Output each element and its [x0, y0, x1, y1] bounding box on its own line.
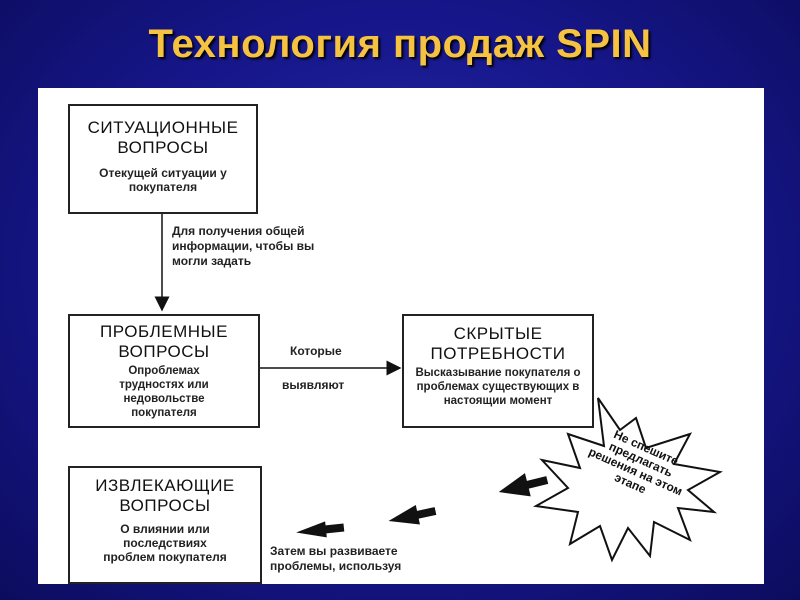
- bold-arrow-1: [498, 473, 549, 497]
- slide-title: Технология продаж SPIN: [148, 22, 652, 66]
- implication-questions-box: ИЗВЛЕКАЮЩИЕ ВОПРОСЫ О влиянии или послед…: [68, 466, 262, 584]
- hidden-needs-text: Высказывание покупателя о проблемах суще…: [415, 367, 581, 407]
- situational-questions-heading: СИТУАЦИОННЫЕ ВОПРОСЫ: [87, 118, 239, 157]
- bold-arrow-3: [296, 521, 345, 538]
- bold-arrow-2: [388, 504, 437, 525]
- connectors-layer: [154, 214, 723, 563]
- situational-questions-box: СИТУАЦИОННЫЕ ВОПРОСЫ Отекущей ситуации у…: [68, 104, 258, 214]
- implication-questions-heading: ИЗВЛЕКАЮЩИЕ ВОПРОСЫ: [95, 476, 235, 515]
- which-note: Которые: [290, 344, 342, 358]
- hidden-needs-box: СКРЫТЫЕ ПОТРЕБНОСТИ Высказывание покупат…: [402, 314, 594, 428]
- implication-questions-text: О влиянии или последствиях проблем покуп…: [103, 522, 227, 564]
- problem-questions-box: ПРОБЛЕМНЫЕ ВОПРОСЫ Опроблемах трудностях…: [68, 314, 260, 428]
- hidden-needs-heading: СКРЫТЫЕ ПОТРЕБНОСТИ: [430, 324, 566, 363]
- diagram-panel: СИТУАЦИОННЫЕ ВОПРОСЫ Отекущей ситуации у…: [38, 88, 764, 584]
- general-info-note: Для получения общей информации, чтобы вы…: [172, 224, 315, 268]
- reveal-note: выявляют: [282, 378, 345, 392]
- problem-questions-heading: ПРОБЛЕМНЫЕ ВОПРОСЫ: [100, 322, 228, 361]
- problem-questions-text: Опроблемах трудностях или недовольстве п…: [119, 365, 209, 419]
- develop-note: Затем вы развиваете проблемы, используя: [270, 544, 402, 573]
- situational-questions-text: Отекущей ситуации у покупателя: [99, 166, 227, 194]
- starburst-shape: [532, 397, 723, 563]
